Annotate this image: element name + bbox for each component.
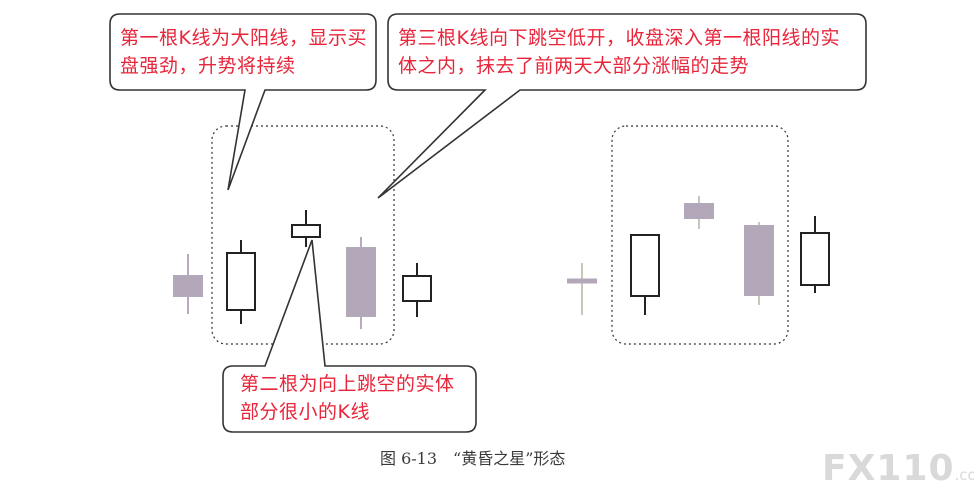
right-candle-group — [567, 196, 830, 315]
candle-body-prior — [567, 278, 597, 284]
candle-body-second-star — [291, 224, 321, 238]
callout-bubble-second — [222, 239, 477, 433]
callout-text-third-candle: 第三根K线向下跳空低开，收盘深入第一根阳线的实体之内，抹去了前两天大部分涨幅的走… — [398, 27, 840, 77]
candle-body-first-big-yang — [226, 252, 256, 311]
callout-bubble-first — [109, 13, 377, 191]
candle-body-after — [402, 275, 432, 302]
watermark-logo: FX110.com — [822, 448, 974, 489]
watermark-main: FX110 — [822, 448, 955, 489]
candle-body-after — [800, 232, 830, 286]
right-pattern-highlight-box — [611, 125, 789, 345]
candle-body-first-big-yang — [630, 234, 660, 297]
figure-caption: 图 6-13 “黄昏之星”形态 — [380, 449, 566, 468]
callout-text-second-candle: 第二根为向上跳空的实体部分很小的K线 — [240, 373, 455, 423]
candle-body-third-big-yin — [744, 225, 774, 296]
callout-text-first-candle: 第一根K线为大阳线，显示买盘强劲，升势将持续 — [120, 27, 367, 77]
candle-body-third-big-yin — [346, 247, 376, 317]
left-candle-group — [173, 210, 432, 329]
callout-bubble-third — [377, 13, 867, 199]
watermark-suffix: .com — [954, 466, 974, 484]
candle-body-prior — [173, 275, 203, 297]
left-pattern-highlight-box — [211, 125, 395, 345]
candle-body-second-star — [684, 203, 714, 219]
